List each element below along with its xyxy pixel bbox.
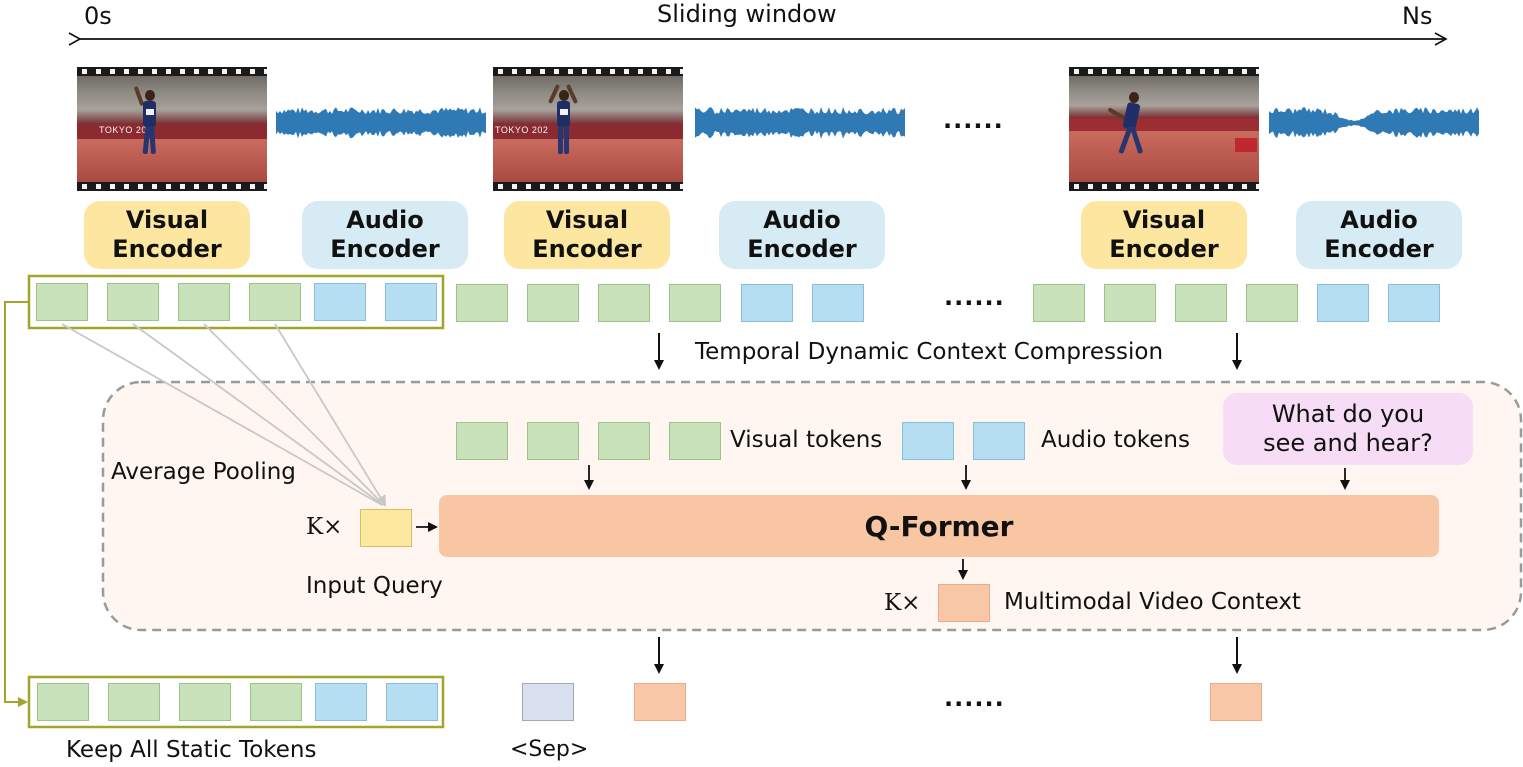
audio-token [314, 283, 366, 321]
visual-token [669, 422, 721, 460]
qformer-block: Q-Former [439, 495, 1439, 557]
output-context-token [1210, 683, 1262, 721]
video-frame-2: TOKYO 202 [493, 67, 683, 191]
visual-token [598, 422, 650, 460]
visual-token [108, 683, 160, 721]
visual-token [179, 683, 231, 721]
tokens-ellipsis: ...... [944, 283, 1005, 311]
audio-token [1388, 284, 1440, 322]
output-context-token [634, 683, 686, 721]
query-multiplier-label: K× [306, 514, 343, 540]
average-pooling-lines [61, 323, 387, 507]
visual-token [669, 284, 721, 322]
audio-token [973, 422, 1025, 460]
visual-token [527, 422, 579, 460]
audio-token [315, 683, 367, 721]
output-ellipsis: ...... [944, 684, 1005, 712]
visual-token [456, 422, 508, 460]
sep-label: <Sep> [510, 737, 589, 762]
visual-token [1175, 284, 1227, 322]
input-query-token [360, 509, 412, 547]
static-token-highlight-top [27, 274, 445, 330]
multimodal-context-label: Multimodal Video Context [1004, 589, 1301, 615]
audio-token [812, 284, 864, 322]
input-query-label: Input Query [306, 573, 443, 599]
sep-token [522, 683, 574, 721]
visual-token [1033, 284, 1085, 322]
audio-waveform [276, 107, 1479, 139]
visual-token [36, 283, 88, 321]
end-time-label: Ns [1402, 2, 1433, 30]
keep-static-label: Keep All Static Tokens [66, 737, 317, 763]
multimodal-context-token [938, 584, 990, 622]
frame-wall-text: TOKYO 20 [99, 124, 147, 135]
visual-token [527, 284, 579, 322]
context-multiplier-label: K× [884, 590, 921, 616]
audio-tokens-label: Audio tokens [1041, 427, 1190, 453]
frames-ellipsis: ...... [943, 106, 1004, 134]
audio-token [385, 283, 437, 321]
visual-token [1246, 284, 1298, 322]
visual-tokens-label: Visual tokens [730, 427, 883, 453]
start-time-label: 0s [84, 2, 112, 30]
visual-token [1104, 284, 1156, 322]
visual-token [456, 284, 508, 322]
audio-token [741, 284, 793, 322]
audio-token [902, 422, 954, 460]
audio-token [1317, 284, 1369, 322]
average-pooling-label: Average Pooling [111, 459, 296, 485]
temporal-compression-label: Temporal Dynamic Context Compression [695, 339, 1164, 365]
frame-wall-text: TOKYO 202 [495, 124, 549, 135]
qformer-label: Q-Former [864, 509, 1014, 543]
visual-token [249, 283, 301, 321]
video-frame-3 [1069, 67, 1259, 191]
visual-token [250, 683, 302, 721]
visual-token [178, 283, 230, 321]
visual-token [107, 283, 159, 321]
sliding-window-label: Sliding window [657, 0, 837, 28]
keep-static-connector [4, 301, 29, 707]
question-bubble: What do you see and hear? [1223, 393, 1473, 465]
visual-token [598, 284, 650, 322]
static-token-highlight-bottom [27, 675, 445, 729]
visual-token [37, 683, 89, 721]
video-frame-1: TOKYO 20 [77, 67, 267, 191]
audio-token [386, 683, 438, 721]
